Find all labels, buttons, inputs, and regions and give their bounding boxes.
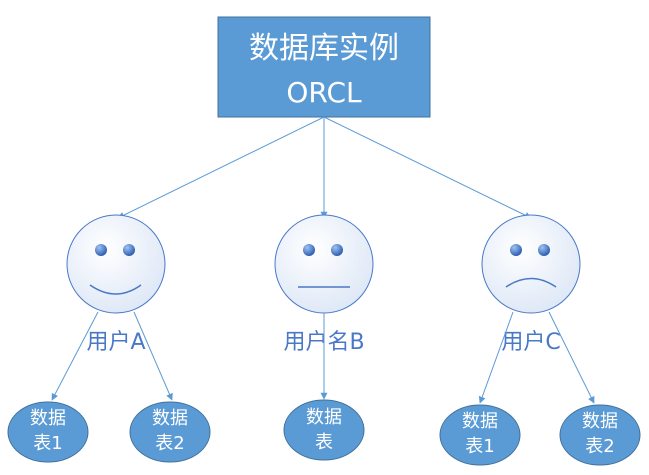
root-node: 数据库实例 ORCL	[217, 16, 431, 118]
user-a-smile	[89, 284, 142, 295]
root-title: 数据库实例	[249, 31, 399, 66]
arrow-user-c-to-table-1	[478, 311, 514, 404]
table-user-c-1-line1: 数据	[462, 411, 498, 432]
arrow-user-a-to-table-2	[133, 311, 173, 401]
table-user-b-line2: 表	[315, 432, 333, 453]
table-user-c-1-line2: 表1	[465, 436, 494, 457]
user-c-label: 用户C	[501, 330, 560, 355]
table-user-b: 数据 表	[283, 399, 365, 461]
root-arrows	[117, 116, 532, 219]
root-subtitle: ORCL	[286, 76, 362, 109]
table-user-a-1: 数据 表1	[7, 401, 89, 463]
user-a-left-eye	[95, 244, 107, 256]
user-a-right-eye	[123, 244, 135, 256]
user-c-frown	[505, 277, 557, 288]
table-user-c-2: 数据 表2	[559, 404, 641, 466]
table-user-c-2-line1: 数据	[582, 411, 618, 432]
table-user-a-2-line1: 数据	[152, 408, 188, 429]
table-user-b-line1: 数据	[306, 407, 342, 428]
table-user-a-2: 数据 表2	[129, 401, 211, 463]
table-user-c-1: 数据 表1	[439, 404, 521, 466]
user-b-right-eye	[331, 244, 343, 256]
user-c-right-eye	[538, 244, 550, 256]
user-c-left-eye	[510, 244, 522, 256]
arrow-root-to-user-a	[117, 116, 325, 219]
user-a-face	[66, 214, 166, 314]
user-b-face	[274, 214, 374, 314]
user-b-left-eye	[303, 244, 315, 256]
table-arrows	[51, 311, 595, 404]
arrow-user-c-to-table-2	[548, 311, 595, 404]
arrow-user-a-to-table-1	[51, 311, 99, 401]
arrow-root-to-user-c	[323, 116, 532, 219]
table-user-a-1-line2: 表1	[33, 433, 62, 454]
table-user-a-1-line1: 数据	[30, 408, 66, 429]
table-user-c-2-line2: 表2	[585, 436, 614, 457]
table-user-a-2-line2: 表2	[155, 433, 184, 454]
user-c-face	[481, 214, 581, 314]
user-a-label: 用户A	[86, 330, 145, 355]
